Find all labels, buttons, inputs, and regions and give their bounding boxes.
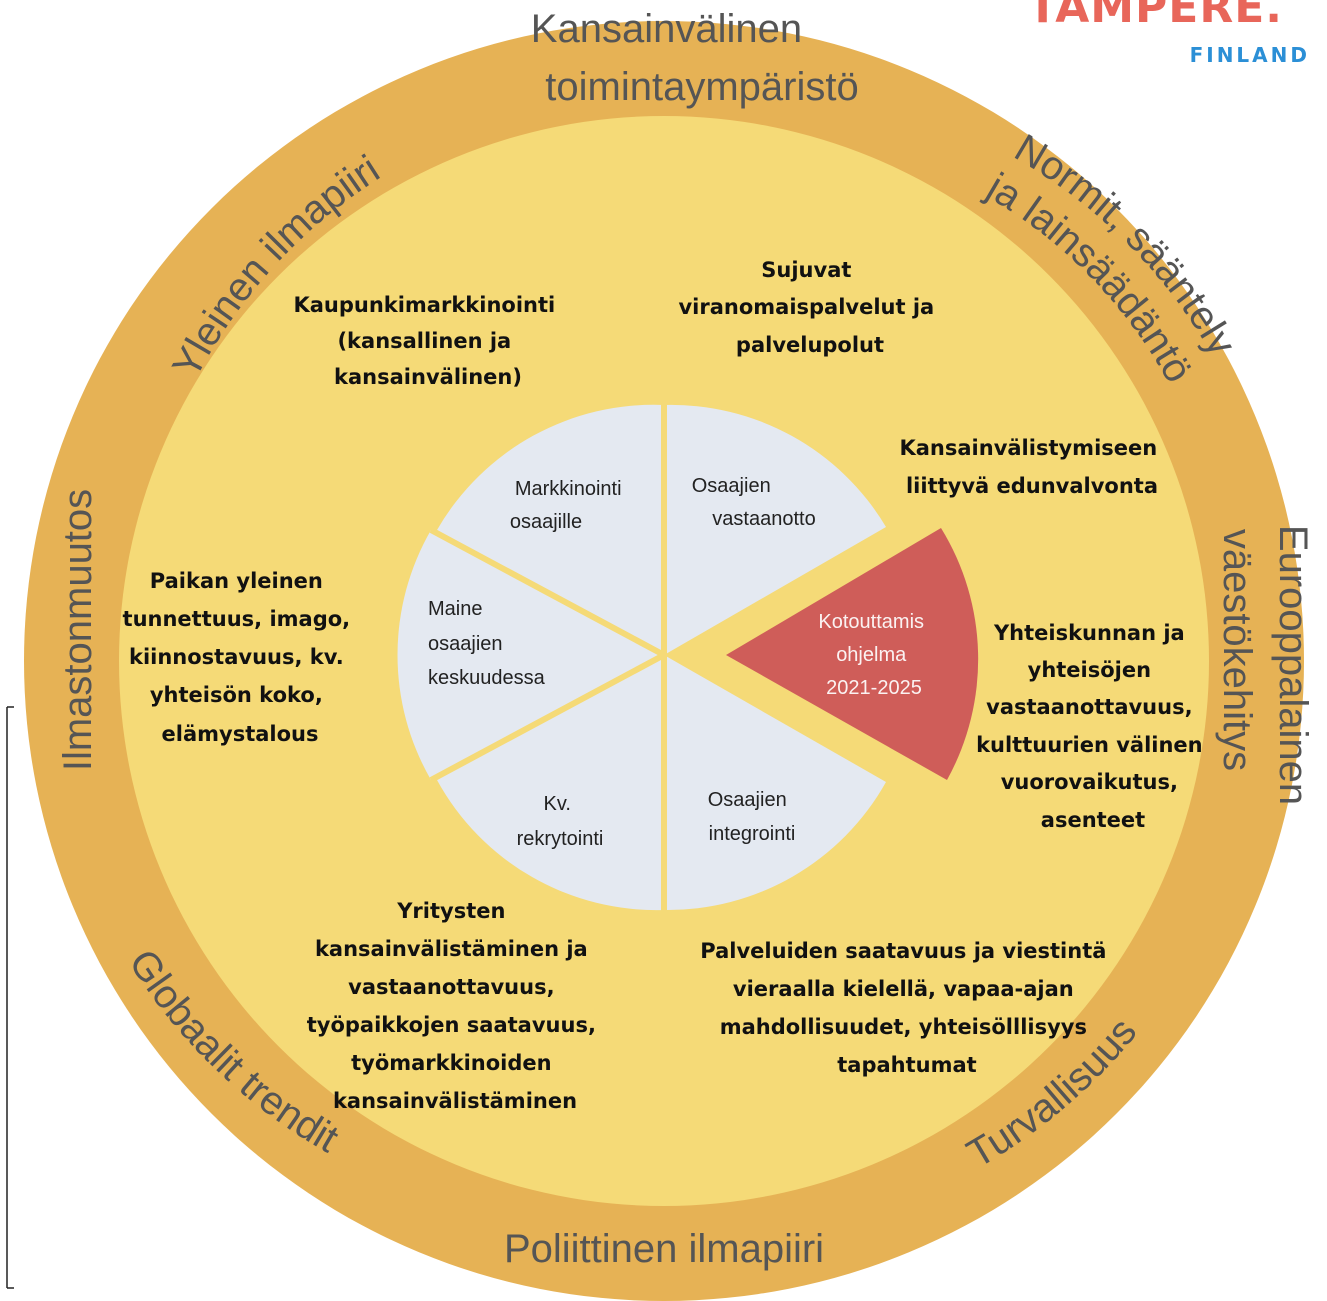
inner-segments bbox=[397, 402, 979, 914]
label-yritysten-kansainvalistaminen: Yritysten kansainvälistäminen ja vastaan… bbox=[307, 899, 603, 1113]
ring-label-kansainvalinen: Kansainvälinen toimintaympäristö bbox=[531, 7, 859, 109]
label-kaupunkimarkkinointi: Kaupunkimarkkinointi (kansallinen ja kan… bbox=[293, 293, 562, 389]
segment-kotouttamisohjelma bbox=[726, 528, 979, 780]
label-osaajien-vastaanotto: Osaajien vastaanotto bbox=[692, 475, 816, 530]
label-palveluiden-saatavuus: Palveluiden saatavuus ja viestintä viera… bbox=[700, 939, 1113, 1077]
label-kv-rekrytointi: Kv. rekrytointi bbox=[517, 793, 604, 850]
label-yhteiskunnan-vastaanottavuus: Yhteiskunnan ja yhteisöjen vastaanottavu… bbox=[976, 621, 1210, 832]
ring-label-poliittinen-ilmapiiri: Poliittinen ilmapiiri bbox=[504, 1227, 824, 1271]
label-sujuvat-palvelut: Sujuvat viranomaispalvelut ja palvelupol… bbox=[678, 258, 941, 357]
label-kotouttamisohjelma: Kotouttamis ohjelma 2021-2025 bbox=[818, 611, 929, 699]
segment-maine bbox=[397, 530, 664, 780]
ring-label-eurooppalainen: Eurooppalainen bbox=[1271, 525, 1315, 805]
label-osaajien-integrointi: Osaajien integrointi bbox=[708, 789, 796, 845]
ring-label-vaestokehitys: väestökehitys bbox=[1215, 529, 1259, 771]
segment-vastaanotto bbox=[664, 404, 886, 655]
ring-label-ilmastonmuutos: Ilmastonmuutos bbox=[56, 489, 100, 771]
label-edunvalvonta: Kansainvälistymiseen liittyvä edunvalvon… bbox=[899, 436, 1164, 498]
logo-subtitle: FINLAND bbox=[1190, 43, 1310, 67]
segment-markkinointi bbox=[437, 404, 664, 655]
label-markkinointi-osaajille: Markkinointi osaajille bbox=[510, 478, 627, 533]
segment-rekrytointi bbox=[437, 655, 664, 911]
separator-line bbox=[429, 652, 666, 783]
label-paikan-tunnettuus: Paikan yleinen tunnettuus, imago, kiinno… bbox=[123, 569, 358, 746]
label-maine-osaajien: Maine osaajien keskuudessa bbox=[428, 598, 546, 689]
separator-line bbox=[429, 527, 666, 658]
tampere-logo: TAMPERE. FINLAND bbox=[1028, 0, 1310, 67]
logo-wordmark: TAMPERE. bbox=[1028, 0, 1283, 33]
segment-integrointi bbox=[664, 655, 886, 911]
